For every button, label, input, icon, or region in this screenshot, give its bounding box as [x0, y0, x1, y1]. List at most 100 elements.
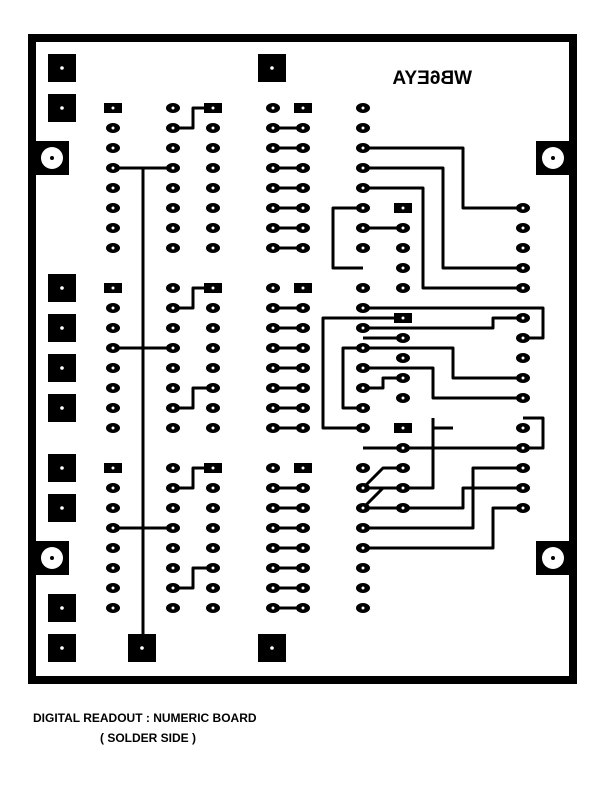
pad-hole	[211, 406, 215, 410]
pad-hole	[211, 246, 215, 250]
pad-hole	[111, 466, 115, 470]
pad-hole	[361, 146, 365, 150]
pad-hole	[401, 376, 405, 380]
terminal-hole	[60, 506, 64, 510]
pad-hole	[361, 526, 365, 530]
pad-hole	[171, 166, 175, 170]
pad-hole	[111, 106, 115, 110]
pad-hole	[211, 366, 215, 370]
pad-hole	[211, 226, 215, 230]
pad-hole	[211, 146, 215, 150]
pad-hole	[111, 346, 115, 350]
pad-hole	[401, 506, 405, 510]
pad-hole	[211, 486, 215, 490]
pad-hole	[301, 186, 305, 190]
pad-hole	[401, 466, 405, 470]
pad-hole	[171, 346, 175, 350]
pad-hole	[111, 366, 115, 370]
pad-hole	[301, 606, 305, 610]
terminal-hole	[60, 646, 64, 650]
pad-hole	[111, 246, 115, 250]
pad-hole	[401, 356, 405, 360]
pad-hole	[401, 426, 405, 430]
terminal-hole	[60, 286, 64, 290]
mounting-hole-center	[551, 156, 555, 160]
pad-hole	[521, 316, 525, 320]
pad-hole	[271, 526, 275, 530]
pad-hole	[111, 186, 115, 190]
pad-hole	[361, 366, 365, 370]
pad-hole	[111, 286, 115, 290]
pad-hole	[361, 386, 365, 390]
pad-hole	[301, 126, 305, 130]
pad-hole	[521, 426, 525, 430]
pad-hole	[301, 566, 305, 570]
pad-hole	[301, 466, 305, 470]
pad-hole	[301, 326, 305, 330]
pad-hole	[211, 186, 215, 190]
pad-hole	[521, 446, 525, 450]
mounting-hole-center	[551, 556, 555, 560]
pad-hole	[301, 586, 305, 590]
pad-hole	[211, 386, 215, 390]
pad-hole	[171, 206, 175, 210]
pad-hole	[361, 306, 365, 310]
terminal-hole	[60, 466, 64, 470]
pad-hole	[271, 486, 275, 490]
pad-hole	[271, 246, 275, 250]
pad-hole	[521, 356, 525, 360]
pad-hole	[361, 406, 365, 410]
terminal-hole	[140, 646, 144, 650]
pad-hole	[301, 546, 305, 550]
board-outline	[28, 34, 577, 684]
pad-hole	[111, 206, 115, 210]
pad-hole	[171, 546, 175, 550]
pad-hole	[111, 326, 115, 330]
pad-hole	[211, 346, 215, 350]
pad-hole	[301, 426, 305, 430]
pad-hole	[171, 246, 175, 250]
pad-hole	[271, 426, 275, 430]
pad-hole	[111, 426, 115, 430]
pad-hole	[111, 406, 115, 410]
pad-hole	[171, 326, 175, 330]
pad-hole	[171, 406, 175, 410]
pad-hole	[211, 606, 215, 610]
pad-hole	[171, 506, 175, 510]
mounting-hole-center	[50, 556, 54, 560]
pad-hole	[521, 396, 525, 400]
pad-hole	[521, 486, 525, 490]
pad-hole	[401, 246, 405, 250]
pad-hole	[171, 106, 175, 110]
pad-hole	[361, 186, 365, 190]
pad-hole	[271, 186, 275, 190]
pad-hole	[111, 526, 115, 530]
pad-hole	[401, 446, 405, 450]
pad-hole	[401, 396, 405, 400]
pad-hole	[361, 286, 365, 290]
pad-hole	[111, 606, 115, 610]
terminal-hole	[60, 366, 64, 370]
pad-hole	[361, 486, 365, 490]
pad-hole	[271, 386, 275, 390]
square-terminal-pads	[48, 54, 286, 662]
pad-hole	[301, 286, 305, 290]
terminal-hole	[270, 646, 274, 650]
pad-hole	[361, 566, 365, 570]
pad-hole	[301, 226, 305, 230]
terminal-hole	[60, 606, 64, 610]
pad-hole	[211, 126, 215, 130]
pad-hole	[301, 106, 305, 110]
pad-hole	[271, 346, 275, 350]
pad-hole	[301, 306, 305, 310]
pad-hole	[211, 166, 215, 170]
terminal-hole	[60, 106, 64, 110]
pad-hole	[171, 606, 175, 610]
pad-hole	[171, 366, 175, 370]
board-label-mirrored: WB6EYA	[392, 68, 472, 89]
pad-hole	[111, 386, 115, 390]
pad-hole	[271, 106, 275, 110]
pad-hole	[171, 226, 175, 230]
caption-title: DIGITAL READOUT : NUMERIC BOARD	[33, 711, 257, 725]
pad-hole	[401, 486, 405, 490]
